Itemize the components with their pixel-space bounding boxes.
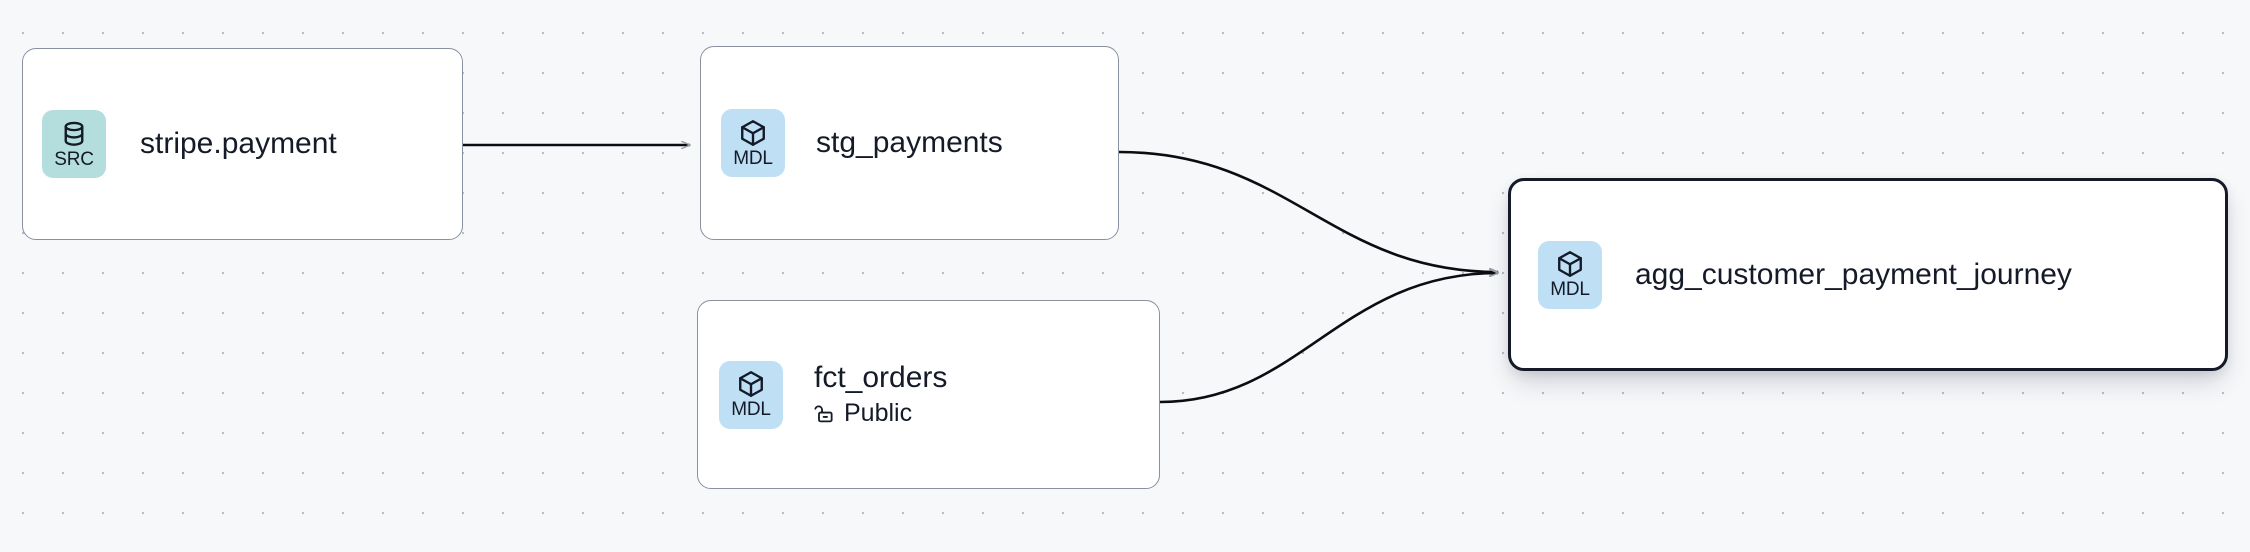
node-stripe-payment[interactable]: SRC stripe.payment (22, 48, 463, 240)
node-title: agg_customer_payment_journey (1635, 257, 2072, 291)
node-visibility: Public (814, 398, 1143, 428)
edge-stg-to-agg (1118, 150, 1498, 272)
node-text-block: fct_orders Public (814, 361, 1143, 428)
cube-icon (736, 369, 766, 399)
node-badge-mdl-label: MDL (731, 399, 771, 420)
node-text-block: stg_payments (816, 126, 1102, 160)
node-badge-mdl: MDL (1538, 240, 1602, 309)
node-title: stripe.payment (140, 127, 337, 160)
node-stg-payments[interactable]: MDL stg_payments (700, 46, 1119, 240)
node-title: stg_payments (816, 126, 1003, 159)
node-text-block: stripe.payment (140, 127, 446, 161)
node-badge-src-label: SRC (54, 148, 94, 170)
node-visibility-label: Public (844, 399, 913, 427)
node-badge-mdl-label: MDL (733, 147, 773, 169)
database-icon (59, 119, 89, 149)
cube-icon (1555, 249, 1585, 279)
cube-icon (738, 118, 768, 148)
node-text-block: agg_customer_payment_journey (1635, 258, 2205, 292)
node-badge-mdl-label: MDL (1550, 279, 1590, 300)
edge-fct-to-agg (1159, 273, 1498, 404)
node-badge-mdl: MDL (721, 109, 785, 177)
node-agg-customer-payment-journey[interactable]: MDL agg_customer_payment_journey (1508, 178, 2228, 371)
unlock-icon (814, 402, 837, 425)
node-badge-mdl: MDL (719, 360, 783, 429)
node-badge-src: SRC (42, 110, 106, 178)
node-title: fct_orders (814, 361, 948, 394)
node-fct-orders[interactable]: MDL fct_orders Public (697, 300, 1160, 489)
